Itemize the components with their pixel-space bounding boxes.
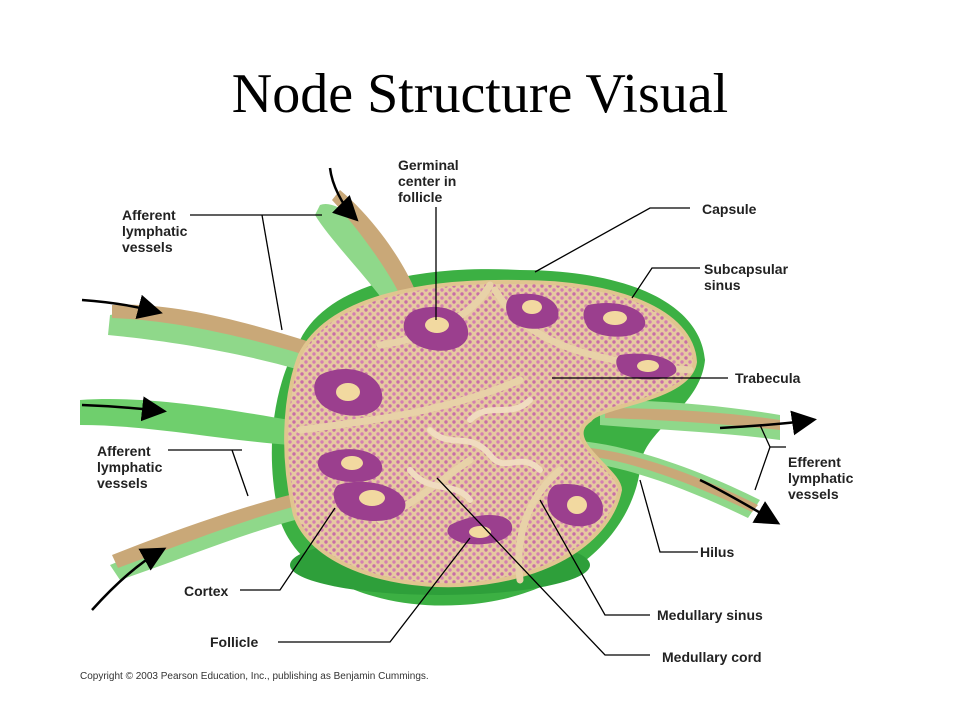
afferent-vessel-3	[80, 399, 290, 445]
copyright-notice: Copyright © 2003 Pearson Education, Inc.…	[80, 671, 429, 682]
label-medullary-sinus: Medullary sinus	[657, 607, 763, 623]
afferent-arrow-3	[81, 396, 167, 422]
follicle	[506, 293, 559, 329]
label-efferent-lymphatic-vessels: Efferent lymphatic vessels	[788, 454, 854, 502]
leader-lines	[168, 207, 786, 656]
label-follicle: Follicle	[210, 634, 259, 650]
label-cortex: Cortex	[184, 583, 229, 599]
label-medullary-cord: Medullary cord	[662, 649, 762, 665]
afferent-arrow-2	[81, 294, 163, 320]
label-afferent-lymphatic-vessels-top: Afferent lymphatic vessels	[122, 207, 188, 255]
afferent-vessel-4-lumen	[112, 490, 312, 568]
label-subcapsular-sinus: Subcapsular sinus	[704, 261, 789, 293]
efferent-arrow-2	[699, 478, 781, 525]
efferent-vessel-1-lumen	[605, 408, 780, 430]
medullary-cords	[407, 397, 543, 503]
follicle	[616, 353, 677, 380]
follicles	[314, 293, 677, 545]
afferent-arrow-1	[328, 167, 359, 222]
follicle	[314, 369, 383, 416]
follicle	[583, 302, 646, 337]
flow-arrows	[81, 167, 817, 611]
follicle	[547, 484, 603, 527]
efferent-arrow-1	[719, 410, 817, 436]
afferent-vessel-1	[315, 203, 420, 310]
label-afferent-lymphatic-vessels-bottom: Afferent lymphatic vessels	[97, 443, 163, 491]
follicle	[317, 449, 383, 482]
afferent-arrow-4	[91, 547, 167, 611]
label-hilus: Hilus	[700, 544, 735, 560]
slide-title: Node Structure Visual	[231, 63, 729, 125]
label-germinal-center: Germinal center in follicle	[398, 157, 459, 205]
follicle	[333, 481, 406, 522]
label-trabecula: Trabecula	[735, 370, 801, 386]
afferent-vessel-2	[108, 312, 310, 370]
label-capsule: Capsule	[702, 201, 757, 217]
follicle	[403, 306, 469, 351]
